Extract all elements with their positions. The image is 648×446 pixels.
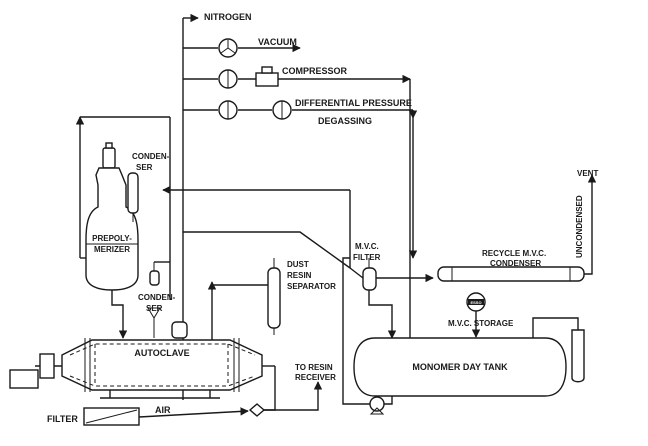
vent-label: VENT bbox=[577, 169, 598, 178]
condenser-low: CONDEN- SER bbox=[138, 261, 176, 338]
monomer-day-tank: MONOMER DAY TANK bbox=[353, 337, 567, 397]
dust-resin-separator: DUST RESIN SEPARATOR bbox=[267, 258, 336, 335]
autoclave-to-dust-separator bbox=[211, 284, 268, 340]
condenser-low-label-2: SER bbox=[146, 304, 163, 313]
uncondensed-label: UNCONDENSED bbox=[575, 195, 584, 258]
mvc-filter: M.V.C. FILTER bbox=[353, 242, 381, 291]
monomer-day-tank-label: MONOMER DAY TANK bbox=[412, 362, 508, 372]
compressor-line: COMPRESSOR bbox=[183, 66, 411, 89]
vacuum-pump-icon bbox=[218, 38, 238, 58]
mvc-storage-label: M.V.C. STORAGE bbox=[448, 319, 514, 328]
mvc-filter-label-2: FILTER bbox=[353, 253, 381, 262]
autoclave-vessel: AUTOCLAVE bbox=[9, 321, 275, 399]
condenser-top-label-2: SER bbox=[136, 163, 153, 172]
nitrogen-label: NITROGEN bbox=[204, 12, 252, 22]
dust-label-3: SEPARATOR bbox=[287, 282, 336, 291]
air-filter: FILTER AIR bbox=[47, 405, 249, 426]
autoclave-label: AUTOCLAVE bbox=[134, 348, 189, 358]
vacuum-label: VACUUM bbox=[258, 37, 297, 47]
prepolymerizer-vessel: PREPOLY- MERIZER bbox=[75, 116, 171, 300]
dust-label-2: RESIN bbox=[287, 271, 312, 280]
vacuum-line: VACUUM bbox=[183, 37, 301, 58]
nitrogen-to-filter-line bbox=[183, 231, 351, 269]
recycle-mvc-condenser: RECYCLE M.V.C. CONDENSER bbox=[437, 249, 585, 282]
tank-vent-line bbox=[532, 317, 579, 338]
compressor-label: COMPRESSOR bbox=[282, 66, 348, 76]
air-label: AIR bbox=[155, 405, 171, 415]
compressor-icon bbox=[255, 66, 279, 87]
knockout-pot bbox=[571, 329, 585, 383]
degassing-label: DEGASSING bbox=[318, 116, 372, 126]
prepolymerizer-label-1: PREPOLY- bbox=[92, 234, 132, 243]
uncondensed-vent-line bbox=[584, 174, 597, 275]
to-resin-receiver-line bbox=[264, 381, 323, 411]
diamond-valve-icon bbox=[248, 403, 266, 417]
recycle-label-2: CONDENSER bbox=[490, 259, 541, 268]
dp-valve-icon-1 bbox=[218, 100, 238, 120]
storage-badge-label: ESSO bbox=[470, 300, 481, 305]
filter-label: FILTER bbox=[47, 414, 78, 424]
condenser-top: CONDEN- SER bbox=[127, 152, 170, 222]
mvc-filter-label-1: M.V.C. bbox=[355, 242, 379, 251]
mvc-storage: ESSO M.V.C. STORAGE bbox=[448, 292, 514, 338]
to-resin-label-2: RECEIVER bbox=[295, 373, 336, 382]
filter-inlet bbox=[349, 267, 364, 279]
dust-label-1: DUST bbox=[287, 260, 309, 269]
condenser-low-label-1: CONDEN- bbox=[138, 293, 176, 302]
recycle-label-1: RECYCLE M.V.C. bbox=[482, 249, 546, 258]
dp-valve-icon-2 bbox=[272, 100, 292, 120]
differential-pressure-line: DIFFERENTIAL PRESSURE DEGASSING bbox=[183, 98, 418, 126]
prepolymerizer-label-2: MERIZER bbox=[94, 245, 130, 254]
compressor-valve-icon bbox=[218, 69, 238, 89]
differential-pressure-label: DIFFERENTIAL PRESSURE bbox=[295, 98, 412, 108]
day-tank-pump bbox=[342, 257, 411, 415]
filter-to-day-tank bbox=[368, 290, 397, 339]
prepolymerizer-to-autoclave bbox=[111, 290, 128, 339]
condenser-top-label-1: CONDEN- bbox=[132, 152, 170, 161]
to-resin-label-1: TO RESIN bbox=[295, 363, 333, 372]
